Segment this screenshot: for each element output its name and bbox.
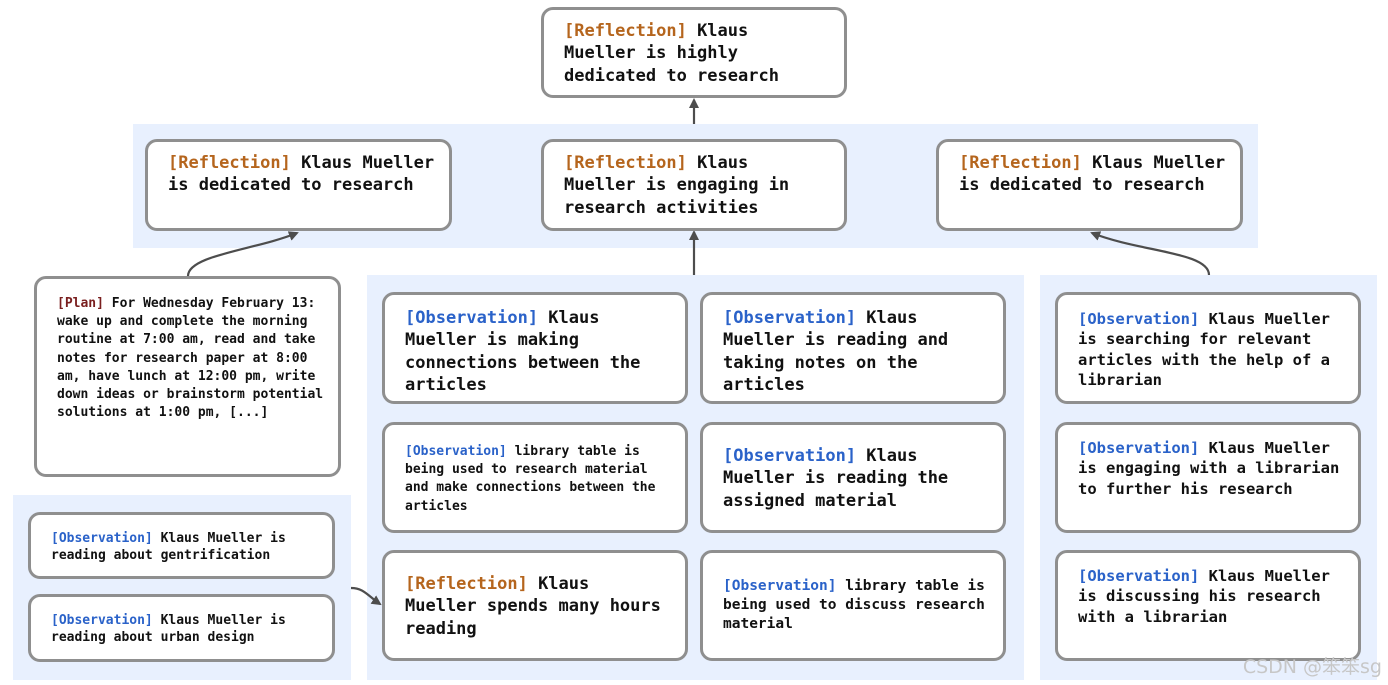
observation-tag: [Observation] [51, 613, 153, 628]
node-top-reflection: [Reflection] Klaus Mueller is highly ded… [541, 7, 847, 98]
node-plan: [Plan] For Wednesday February 13: wake u… [34, 276, 341, 477]
node-center-observation-1: [Observation] Klaus Mueller is making co… [382, 292, 688, 404]
node-center-observation-2: [Observation] Klaus Mueller is reading a… [700, 292, 1006, 404]
node-right-observation-3: [Observation] Klaus Mueller is discussin… [1055, 550, 1361, 661]
node-mid-right-reflection: [Reflection] Klaus Mueller is dedicated … [936, 139, 1243, 231]
node-text: Klaus Mueller is reading the assigned ma… [723, 446, 949, 511]
node-right-observation-1: [Observation] Klaus Mueller is searching… [1055, 292, 1361, 404]
plan-tag: [Plan] [57, 296, 104, 311]
observation-tag: [Observation] [723, 446, 857, 466]
observation-tag: [Observation] [723, 578, 837, 594]
node-text: Klaus Mueller is searching for relevant … [1078, 310, 1330, 390]
node-center-observation-6: [Observation] library table is being use… [700, 550, 1006, 661]
node-left-observation-2: [Observation] Klaus Mueller is reading a… [28, 594, 335, 662]
node-text: Klaus Mueller is reading and taking note… [723, 308, 949, 396]
watermark: CSDN @笨笨sg [1242, 656, 1382, 678]
node-text: Klaus Mueller is discussing his research… [1078, 567, 1330, 626]
reflection-tag: [Reflection] [168, 153, 291, 173]
node-center-reflection-5: [Reflection] Klaus Mueller spends many h… [382, 550, 688, 661]
edge-left-panel-to-center-reflection [350, 586, 382, 606]
edge-plan-to-mid-left [186, 231, 299, 277]
observation-tag: [Observation] [723, 308, 857, 328]
node-text: Klaus Mueller is reading about urban des… [51, 613, 286, 646]
node-text: Klaus Mueller is dedicated to research [959, 153, 1226, 196]
node-right-observation-2: [Observation] Klaus Mueller is engaging … [1055, 422, 1361, 533]
observation-tag: [Observation] [51, 531, 153, 546]
reflection-tag: [Reflection] [405, 574, 528, 594]
observation-tag: [Observation] [405, 444, 507, 459]
observation-tag: [Observation] [1078, 567, 1200, 585]
reflection-tag: [Reflection] [959, 153, 1082, 173]
node-text: For Wednesday February 13: wake up and c… [57, 296, 324, 421]
node-text: Klaus Mueller is reading about gentrific… [51, 531, 286, 564]
node-text: Klaus Mueller spends many hours reading [405, 574, 661, 639]
node-text: Klaus Mueller is dedicated to research [168, 153, 435, 196]
node-text: library table is being used to research … [405, 444, 656, 514]
reflection-tag: [Reflection] [564, 153, 687, 173]
edge-right-panel-to-mid-right [1090, 231, 1211, 276]
observation-tag: [Observation] [1078, 310, 1200, 328]
node-left-observation-1: [Observation] Klaus Mueller is reading a… [28, 512, 335, 579]
observation-tag: [Observation] [405, 308, 539, 328]
node-center-observation-3: [Observation] library table is being use… [382, 422, 688, 533]
node-text: Klaus Mueller is engaging with a librari… [1078, 439, 1340, 498]
node-mid-left-reflection: [Reflection] Klaus Mueller is dedicated … [145, 139, 452, 231]
node-text: Klaus Mueller is engaging in research ac… [564, 153, 790, 218]
node-center-observation-4: [Observation] Klaus Mueller is reading t… [700, 422, 1006, 533]
observation-tag: [Observation] [1078, 439, 1200, 457]
reflection-tag: [Reflection] [564, 21, 687, 41]
node-text: library table is being used to discuss r… [723, 578, 985, 633]
node-mid-center-reflection: [Reflection] Klaus Mueller is engaging i… [541, 139, 847, 231]
node-text: Klaus Mueller is highly dedicated to res… [564, 21, 779, 86]
node-text: Klaus Mueller is making connections betw… [405, 308, 641, 396]
